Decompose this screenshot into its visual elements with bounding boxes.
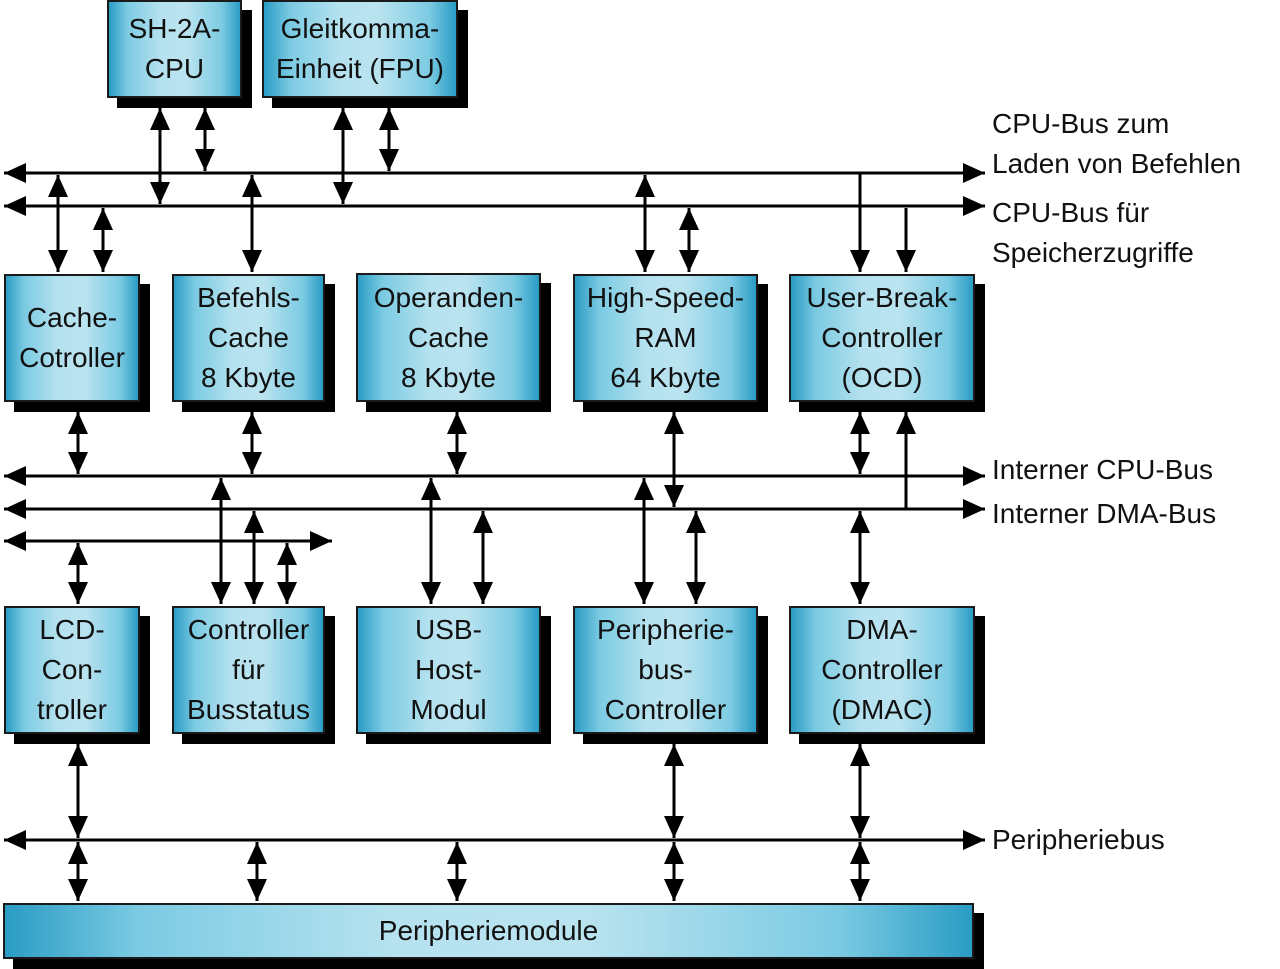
conn-peripheral-modules-1-arrow-up [247,842,267,864]
block-dma-controller: DMA- Controller (DMAC) [789,606,975,734]
conn-dmac-peripheral-bus-arrow-down [850,816,870,838]
bus-internal-cpu-arrow-left [4,466,26,486]
conn-cpu-instruction-bus-arrow-down [195,149,215,171]
conn-ubc-internal-cpu-arrow-up [850,412,870,434]
conn-fpu-instruction-bus-arrow-down [379,149,399,171]
conn-peripheral-modules-1-arrow-down [247,879,267,901]
conn-peripheral-modules-2-arrow-down [447,879,467,901]
conn-peripheral-modules-3-arrow-down [664,879,684,901]
conn-bsc-internal-cpu-arrow-down [211,582,231,604]
conn-fpu-memory-bus-arrow-up [333,108,353,130]
conn-ubc-internal-cpu-arrow-down [850,452,870,474]
conn-cpu-memory-bus-arrow-up [150,108,170,130]
bus-local-peripheral-arrow-left [4,531,26,551]
label-internal-dma-bus: Interner DMA-Bus [992,498,1217,529]
block-operand-cache: Operanden- Cache 8 Kbyte [356,273,541,402]
conn-cache-controller-mem-arrow-down [93,250,113,272]
conn-pbc-internal-dma-arrow-up [686,511,706,533]
conn-dmac-peripheral-bus-arrow-up [850,744,870,766]
conn-operand-cache-internal-arrow-up [447,412,467,434]
conn-usb-internal-dma-arrow-down [473,582,493,604]
bus-internal-cpu-arrow-right [963,466,985,486]
conn-ram-internal-dma-arrow-down [664,485,684,507]
conn-bsc-local-bus-arrow-down [277,582,297,604]
conn-ram-memory-bus-arrow-up [679,208,699,230]
conn-peripheral-modules-3-arrow-up [664,842,684,864]
bus-instruction-fetch-arrow-right [963,163,985,183]
bus-internal-dma-arrow-right [963,499,985,519]
conn-lcd-peripheral-bus-arrow-down [68,816,88,838]
conn-cache-controller-internal-arrow-up [68,412,88,434]
conn-pbc-internal-cpu-arrow-down [634,582,654,604]
conn-bsc-local-bus-arrow-up [277,543,297,565]
conn-usb-internal-cpu-arrow-down [421,582,441,604]
block-peripheral-modules: Peripheriemodule [3,903,974,959]
conn-cache-controller-internal-arrow-down [68,452,88,474]
bus-local-peripheral-arrow-right [310,531,332,551]
block-instruction-cache: Befehls- Cache 8 Kbyte [172,274,325,402]
conn-pbc-peripheral-bus-arrow-up [664,744,684,766]
bus-instruction-fetch-arrow-left [4,163,26,183]
conn-peripheral-modules-4-arrow-up [850,842,870,864]
conn-cpu-instruction-bus-arrow-up [195,108,215,130]
conn-cache-controller-mem-arrow-up [93,208,113,230]
conn-pbc-internal-cpu-arrow-up [634,478,654,500]
conn-usb-internal-dma-arrow-up [473,511,493,533]
bus-memory-access-arrow-right [963,196,985,216]
block-cache-controller: Cache- Cotroller [4,274,140,402]
bus-memory-access-arrow-left [4,196,26,216]
conn-instruction-cache-bus-arrow-up [242,175,262,197]
conn-ram-instruction-bus-arrow-up [635,175,655,197]
bus-peripheral-arrow-right [963,830,985,850]
conn-instruction-cache-internal-arrow-down [242,452,262,474]
block-user-break-controller: User-Break- Controller (OCD) [789,274,975,402]
conn-pbc-peripheral-bus-arrow-down [664,816,684,838]
conn-lcd-local-bus-arrow-down [68,582,88,604]
block-cpu: SH-2A- CPU [107,0,242,98]
conn-cpu-memory-bus-arrow-down [150,182,170,204]
conn-pbc-internal-dma-arrow-down [686,582,706,604]
label-peripheral-bus: Peripheriebus [992,824,1165,855]
conn-dmac-internal-dma-arrow-up [850,511,870,533]
block-bus-state-controller: Controller für Busstatus [172,606,325,734]
conn-instruction-cache-internal-arrow-up [242,412,262,434]
block-high-speed-ram: High-Speed- RAM 64 Kbyte [573,274,758,402]
conn-dmac-internal-dma-arrow-down [850,582,870,604]
conn-fpu-memory-bus-arrow-down [333,182,353,204]
conn-fpu-instruction-bus-arrow-up [379,108,399,130]
conn-lcd-peripheral-bus-arrow-up [68,744,88,766]
conn-operand-cache-internal-arrow-down [447,452,467,474]
bus-peripheral-arrow-left [4,830,26,850]
conn-ubc-internal-dma-arrow-up [896,412,916,434]
block-lcd-controller: LCD- Con- troller [4,606,140,734]
conn-cache-controller-instr-arrow-down [48,250,68,272]
label-internal-cpu-bus: Interner CPU-Bus [992,454,1213,485]
conn-bsc-internal-dma-arrow-down [244,582,264,604]
conn-peripheral-modules-0-arrow-up [68,842,88,864]
conn-cache-controller-instr-arrow-up [48,175,68,197]
label-instruction-fetch-bus: CPU-Bus zum Laden von Befehlen [992,108,1242,179]
conn-peripheral-modules-2-arrow-up [447,842,467,864]
conn-peripheral-modules-0-arrow-down [68,879,88,901]
conn-bsc-internal-cpu-arrow-up [211,478,231,500]
conn-ram-internal-dma-arrow-up [664,412,684,434]
conn-bsc-internal-dma-arrow-up [244,511,264,533]
conn-ubc-instruction-bus-arrow-down [850,250,870,272]
block-peripheral-bus-controller: Peripherie- bus- Controller [573,606,758,734]
label-memory-access-bus: CPU-Bus für Speicherzugriffe [992,197,1194,268]
conn-ubc-memory-bus-arrow-down [896,250,916,272]
conn-instruction-cache-bus-arrow-down [242,250,262,272]
conn-usb-internal-cpu-arrow-up [421,478,441,500]
conn-ram-memory-bus-arrow-down [679,250,699,272]
conn-ram-instruction-bus-arrow-down [635,250,655,272]
conn-lcd-local-bus-arrow-up [68,543,88,565]
block-fpu: Gleitkomma- Einheit (FPU) [262,0,458,98]
conn-peripheral-modules-4-arrow-down [850,879,870,901]
block-usb-host: USB- Host- Modul [356,606,541,734]
bus-internal-dma-arrow-left [4,499,26,519]
